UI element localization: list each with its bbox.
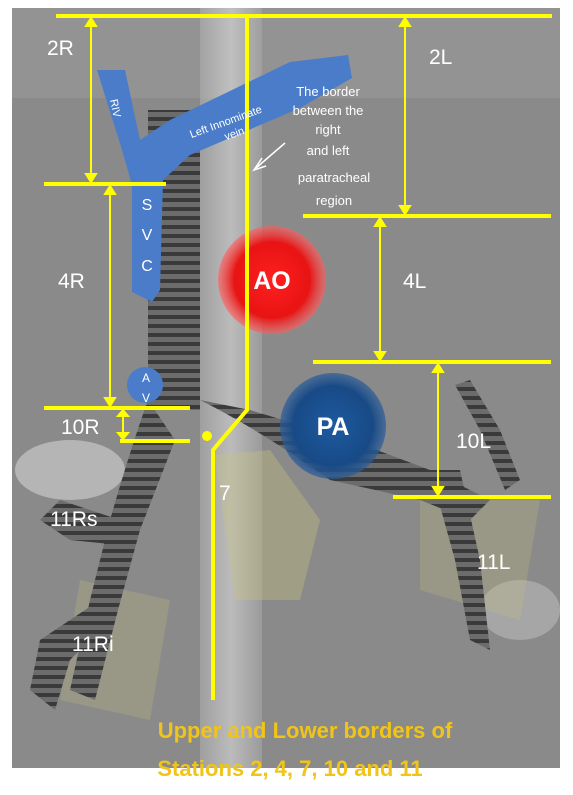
- aorta-label: AO: [253, 267, 291, 295]
- label-4L: 4L: [403, 270, 426, 293]
- label-11Ri: 11Ri: [72, 633, 114, 656]
- label-11L: 11L: [477, 551, 510, 574]
- svc-letter-c: C: [141, 258, 153, 275]
- caption-line-2: Stations 2, 4, 7, 10 and 11: [157, 756, 422, 781]
- azygos-letter-a: A: [142, 371, 150, 385]
- label-7: 7: [219, 482, 231, 505]
- azygos-letter-v: V: [142, 391, 150, 405]
- svc-letter-s: S: [142, 197, 153, 214]
- lung-highlight-right: [15, 440, 125, 500]
- svc-label: S V C: [141, 197, 153, 275]
- annotation-line-6: region: [316, 193, 352, 208]
- annotation-line-2: between the: [293, 103, 364, 118]
- annotation-line-3: right: [315, 122, 341, 137]
- carina-dot: [202, 431, 212, 441]
- svc-letter-v: V: [142, 227, 153, 244]
- label-2R: 2R: [47, 37, 74, 60]
- label-10L: 10L: [456, 430, 491, 453]
- label-11Rs: 11Rs: [50, 508, 97, 531]
- annotation-line-5: paratracheal: [298, 170, 370, 185]
- annotation-line-4: and left: [307, 143, 350, 158]
- pa-label: PA: [317, 413, 350, 441]
- label-4R: 4R: [58, 270, 85, 293]
- annotation-line-1: The border: [296, 84, 360, 99]
- caption-line-1: Upper and Lower borders of: [158, 718, 453, 743]
- label-10R: 10R: [61, 416, 100, 439]
- label-2L: 2L: [429, 46, 452, 69]
